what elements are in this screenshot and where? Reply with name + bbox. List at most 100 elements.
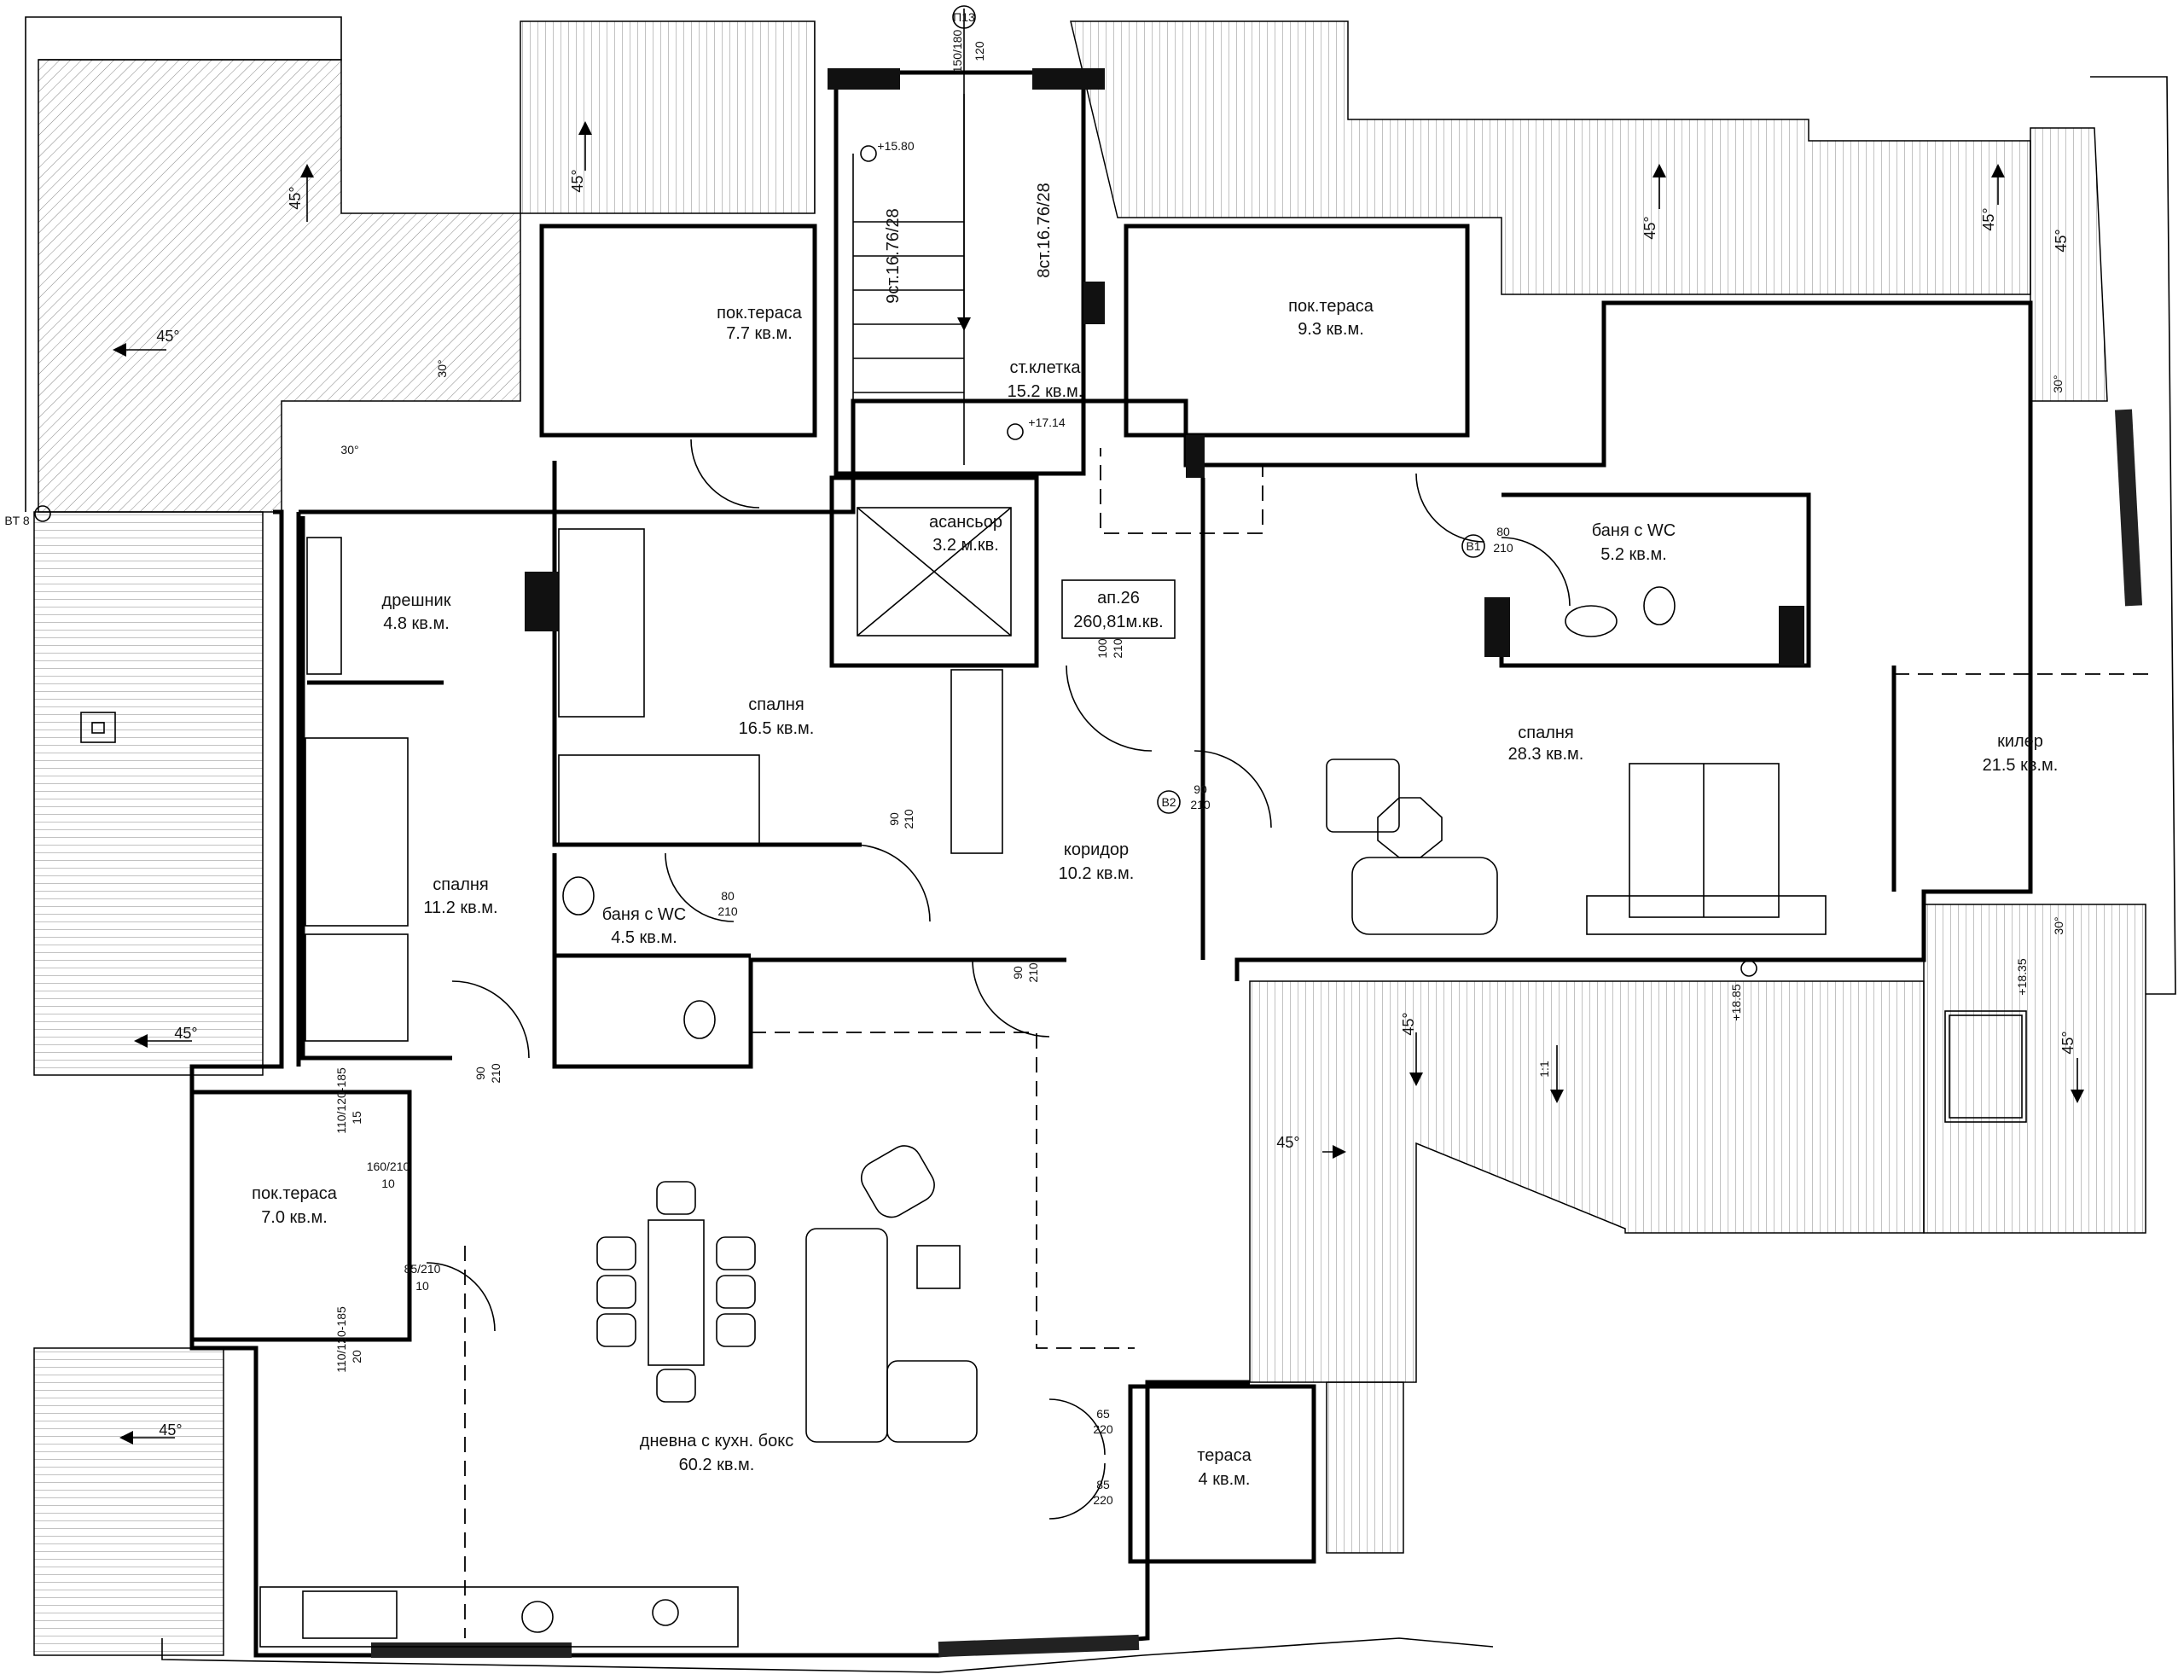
svg-text:спалня: спалня — [433, 875, 489, 894]
svg-text:45°: 45° — [1276, 1134, 1299, 1151]
svg-text:45°: 45° — [156, 328, 179, 345]
svg-text:спалня: спалня — [748, 695, 804, 714]
svg-text:90: 90 — [887, 812, 901, 826]
furniture — [80, 528, 2027, 1648]
svg-text:15.2 кв.м.: 15.2 кв.м. — [1008, 382, 1083, 401]
svg-text:110/120-185: 110/120-185 — [334, 1067, 348, 1134]
svg-text:16.5 кв.м.: 16.5 кв.м. — [739, 719, 815, 738]
svg-text:160/210: 160/210 — [367, 1160, 410, 1173]
roof-left — [33, 511, 264, 1076]
room-label-pok-terasa-3: пок.тераса 7.0 кв.м. — [252, 1184, 338, 1227]
svg-text:45°: 45° — [1400, 1012, 1417, 1035]
svg-text:+18.35: +18.35 — [2015, 958, 2029, 995]
svg-text:210: 210 — [1190, 798, 1211, 811]
svg-text:+17.14: +17.14 — [1028, 416, 1065, 429]
svg-text:тераса: тераса — [1197, 1446, 1252, 1465]
room-label-bath-4: баня с WC 4.5 кв.м. — [602, 905, 686, 947]
svg-text:120: 120 — [973, 41, 986, 61]
svg-text:28.3 кв.м.: 28.3 кв.м. — [1508, 745, 1584, 764]
svg-text:BT 8: BT 8 — [4, 514, 30, 527]
svg-text:30°: 30° — [435, 359, 449, 377]
svg-text:9.3 кв.м.: 9.3 кв.м. — [1298, 320, 1364, 339]
svg-text:баня с WC: баня с WC — [602, 905, 686, 924]
svg-text:спалня: спалня — [1518, 724, 1574, 742]
svg-text:45°: 45° — [2059, 1031, 2077, 1054]
svg-text:220: 220 — [1093, 1422, 1113, 1436]
svg-text:210: 210 — [902, 809, 915, 829]
svg-text:4 кв.м.: 4 кв.м. — [1199, 1470, 1251, 1489]
room-label-living: дневна с кухн. бокс 60.2 кв.м. — [640, 1432, 793, 1474]
svg-text:10.2 кв.м.: 10.2 кв.м. — [1059, 864, 1135, 883]
svg-text:4.8 кв.м.: 4.8 кв.м. — [383, 614, 450, 633]
svg-text:100: 100 — [1095, 638, 1109, 659]
svg-text:ст.клетка: ст.клетка — [1009, 358, 1081, 377]
svg-text:пок.тераса: пок.тераса — [717, 304, 803, 323]
svg-text:дрешник: дрешник — [382, 591, 451, 610]
svg-text:30°: 30° — [340, 443, 358, 456]
room-label-stairwell: ст.клетка 15.2 кв.м. — [1008, 358, 1083, 401]
elevator-shaft — [829, 475, 1039, 668]
svg-text:30°: 30° — [2052, 916, 2065, 934]
svg-text:8ст.16.76/28: 8ст.16.76/28 — [1035, 183, 1054, 277]
kitchen-counter — [259, 1586, 739, 1648]
svg-text:7.7 кв.м.: 7.7 кв.м. — [726, 324, 793, 343]
svg-text:90: 90 — [473, 1067, 487, 1080]
room-label-bath-5: баня с WC 5.2 кв.м. — [1592, 521, 1676, 564]
svg-text:асансьор: асансьор — [929, 513, 1002, 532]
svg-text:дневна с кухн. бокс: дневна с кухн. бокс — [640, 1432, 793, 1450]
level-marks: +15.80 +17.14 +18.85 +18.35 — [860, 139, 2029, 1021]
svg-text:85: 85 — [1096, 1478, 1110, 1491]
svg-text:килер: килер — [1997, 732, 2043, 751]
svg-text:210: 210 — [1493, 541, 1513, 555]
svg-text:9ст.16.76/28: 9ст.16.76/28 — [884, 208, 903, 303]
doors — [426, 439, 1571, 1520]
room-label-bedroom-11: спалня 11.2 кв.м. — [423, 875, 497, 917]
svg-text:45°: 45° — [1641, 216, 1658, 239]
roof-right-strip — [2030, 127, 2108, 402]
svg-text:85/210: 85/210 — [404, 1262, 441, 1276]
svg-text:B2: B2 — [1161, 795, 1176, 809]
room-label-pok-terasa-1: пок.тераса 7.7 кв.м. — [717, 304, 803, 343]
terrace-area — [1128, 1384, 1316, 1564]
svg-text:4.5 кв.м.: 4.5 кв.м. — [611, 928, 677, 947]
room-label-terrace: тераса 4 кв.м. — [1197, 1446, 1252, 1489]
bed-bedroom-11 — [305, 537, 409, 1042]
svg-text:коридор: коридор — [1064, 840, 1129, 859]
stairwell-box — [834, 70, 1086, 476]
svg-text:45°: 45° — [287, 186, 304, 209]
core — [828, 9, 1205, 668]
svg-text:20: 20 — [350, 1350, 363, 1363]
beds-bedroom-16 — [558, 528, 1003, 854]
svg-text:260,81м.кв.: 260,81м.кв. — [1073, 613, 1163, 631]
roof-right-lower — [1923, 904, 2146, 1234]
pok-terasa-3-area — [189, 1090, 412, 1342]
roof-left-top — [38, 59, 521, 513]
svg-text:45°: 45° — [174, 1025, 197, 1042]
svg-text:210: 210 — [717, 904, 738, 918]
svg-text:210: 210 — [1111, 638, 1124, 659]
svg-text:60.2 кв.м.: 60.2 кв.м. — [679, 1456, 755, 1474]
dining-table — [596, 1181, 756, 1403]
room-label-elevator: асансьор 3.2 м.кв. — [929, 513, 1002, 555]
windows — [371, 409, 2143, 1658]
svg-text:45°: 45° — [2053, 229, 2070, 252]
svg-text:пок.тераса: пок.тераса — [1288, 297, 1374, 316]
svg-text:210: 210 — [489, 1063, 502, 1084]
svg-text:80: 80 — [721, 889, 735, 903]
roof-top-left — [520, 20, 816, 214]
svg-text:45°: 45° — [569, 169, 586, 192]
double-bed — [1351, 763, 1827, 935]
covered-terraces — [189, 224, 1470, 1564]
svg-text:пок.тераса: пок.тераса — [252, 1184, 338, 1203]
svg-text:7.0 кв.м.: 7.0 кв.м. — [261, 1208, 328, 1227]
room-label-bedroom-16: спалня 16.5 кв.м. — [739, 695, 815, 738]
markers: BT 8 П13 B1 B2 — [4, 5, 1485, 814]
slope-labels: 45° 45° 45° 45° 45° 45° 45° 45° 45° 45° … — [113, 121, 2084, 1445]
svg-text:баня с WC: баня с WC — [1592, 521, 1676, 540]
svg-text:45°: 45° — [159, 1421, 182, 1439]
svg-text:1:1: 1:1 — [1537, 1061, 1551, 1078]
svg-text:B1: B1 — [1466, 539, 1480, 553]
svg-text:ап.26: ап.26 — [1097, 589, 1140, 607]
svg-text:30°: 30° — [2051, 375, 2065, 392]
